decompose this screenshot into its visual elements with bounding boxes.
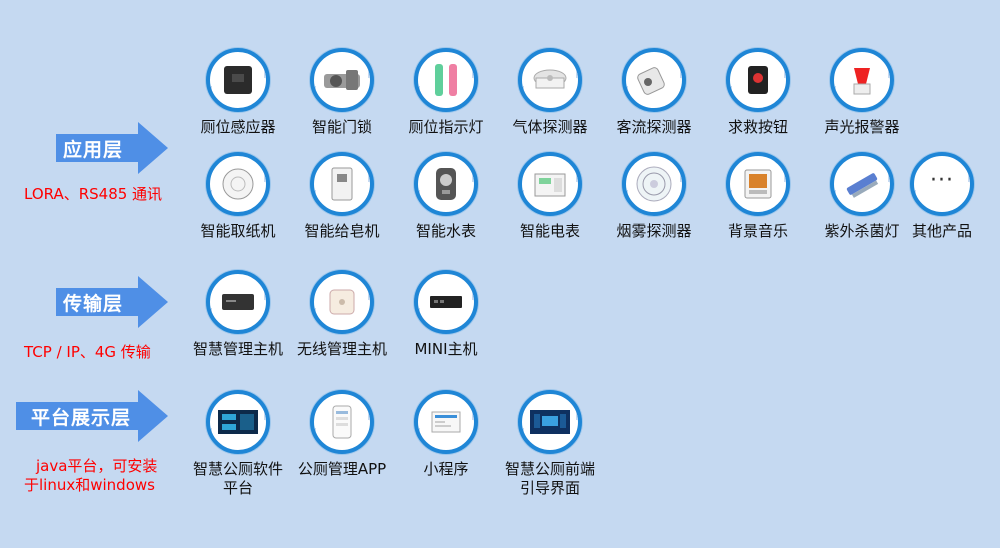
product-label: 紫外杀菌灯 — [824, 222, 900, 240]
product-background-music[interactable]: 背景音乐 — [704, 152, 812, 241]
music-panel-icon — [726, 152, 790, 216]
product-mini-program[interactable]: 小程序 — [392, 390, 500, 479]
product-toilet-indicator[interactable]: 厕位指示灯 — [392, 48, 500, 137]
product-smart-host[interactable]: 智慧管理主机 — [184, 270, 292, 359]
product-label: 智能给皂机 — [304, 222, 380, 240]
product-smoke-detector[interactable]: 烟雾探测器 — [600, 152, 708, 241]
product-label: MINI主机 — [414, 340, 478, 358]
product-label: 声光报警器 — [824, 118, 900, 136]
transport-layer-arrow: 传输层 — [16, 276, 168, 328]
product-label: 其他产品 — [911, 222, 972, 240]
product-uv-sterilizer[interactable]: 紫外杀菌灯 — [808, 152, 916, 241]
label-line: 智慧公厕前端 — [504, 460, 595, 478]
product-electric-meter[interactable]: 智能电表 — [496, 152, 604, 241]
product-label: 客流探测器 — [616, 118, 692, 136]
gas-detector-icon — [518, 48, 582, 112]
product-soap-dispenser[interactable]: 智能给皂机 — [288, 152, 396, 241]
mini-host-icon — [414, 270, 478, 334]
smoke-detector-icon — [622, 152, 686, 216]
door-lock-icon — [310, 48, 374, 112]
more-icon: ··· — [910, 152, 974, 216]
guide-screen-icon — [518, 390, 582, 454]
product-label: 背景音乐 — [727, 222, 788, 240]
label-line: 平台 — [222, 479, 253, 497]
product-label: 智能门锁 — [311, 118, 372, 136]
product-label: 无线管理主机 — [296, 340, 387, 358]
host-box-icon — [206, 270, 270, 334]
transport-layer-label: 传输层 — [62, 292, 123, 315]
product-sound-light-alarm[interactable]: 声光报警器 — [808, 48, 916, 137]
product-label: 智能电表 — [519, 222, 580, 240]
product-passenger-flow-detector[interactable]: 客流探测器 — [600, 48, 708, 137]
mobile-app-icon — [310, 390, 374, 454]
water-meter-icon — [414, 152, 478, 216]
platform-layer-note: java平台，可安装 于linux和windows — [24, 457, 157, 495]
platform-layer-arrow: 平台展示层 — [16, 390, 168, 442]
product-other[interactable]: ··· 其他产品 — [888, 152, 996, 241]
application-layer-label: 应用层 — [62, 138, 123, 161]
toilet-sensor-icon — [206, 48, 270, 112]
more-dots: ··· — [930, 168, 954, 193]
application-layer-note: LORA、RS485 通讯 — [24, 185, 162, 204]
platform-layer-label: 平台展示层 — [30, 406, 131, 429]
label-line: 智慧公厕软件 — [192, 460, 283, 478]
product-management-app[interactable]: 公厕管理APP — [288, 390, 396, 479]
product-label: 智慧管理主机 — [192, 340, 283, 358]
label-line: 引导界面 — [519, 479, 580, 497]
product-guide-interface[interactable]: 智慧公厕前端 引导界面 — [496, 390, 604, 498]
indicator-light-icon — [414, 48, 478, 112]
soap-dispenser-icon — [310, 152, 374, 216]
product-water-meter[interactable]: 智能水表 — [392, 152, 500, 241]
product-paper-dispenser[interactable]: 智能取纸机 — [184, 152, 292, 241]
mini-program-icon — [414, 390, 478, 454]
electric-meter-icon — [518, 152, 582, 216]
wireless-host-icon — [310, 270, 374, 334]
product-label: 气体探测器 — [512, 118, 588, 136]
product-label: 厕位感应器 — [200, 118, 276, 136]
note-line: LORA、RS485 通讯 — [24, 185, 163, 203]
product-label: 求救按钮 — [727, 118, 788, 136]
product-label: 智慧公厕软件 平台 — [184, 460, 292, 498]
note-line: java平台，可安装 — [36, 457, 158, 475]
sos-button-icon — [726, 48, 790, 112]
note-line: 于linux和windows — [24, 476, 155, 494]
product-label: 公厕管理APP — [297, 460, 387, 478]
flow-detector-icon — [622, 48, 686, 112]
product-smart-lock[interactable]: 智能门锁 — [288, 48, 396, 137]
product-label: 烟雾探测器 — [616, 222, 692, 240]
product-label: 智慧公厕前端 引导界面 — [496, 460, 604, 498]
product-software-platform[interactable]: 智慧公厕软件 平台 — [184, 390, 292, 498]
uv-lamp-icon — [830, 152, 894, 216]
product-mini-host[interactable]: MINI主机 — [392, 270, 500, 359]
product-label: 小程序 — [423, 460, 469, 478]
product-sos-button[interactable]: 求救按钮 — [704, 48, 812, 137]
product-toilet-sensor[interactable]: 厕位感应器 — [184, 48, 292, 137]
product-gas-detector[interactable]: 气体探测器 — [496, 48, 604, 137]
alarm-light-icon — [830, 48, 894, 112]
product-label: 智能取纸机 — [200, 222, 276, 240]
product-wireless-host[interactable]: 无线管理主机 — [288, 270, 396, 359]
dashboard-screen-icon — [206, 390, 270, 454]
note-line: TCP / IP、4G 传输 — [24, 343, 151, 361]
application-layer-arrow: 应用层 — [16, 122, 168, 174]
transport-layer-note: TCP / IP、4G 传输 — [24, 343, 151, 362]
product-label: 智能水表 — [415, 222, 476, 240]
product-label: 厕位指示灯 — [408, 118, 484, 136]
paper-dispenser-icon — [206, 152, 270, 216]
